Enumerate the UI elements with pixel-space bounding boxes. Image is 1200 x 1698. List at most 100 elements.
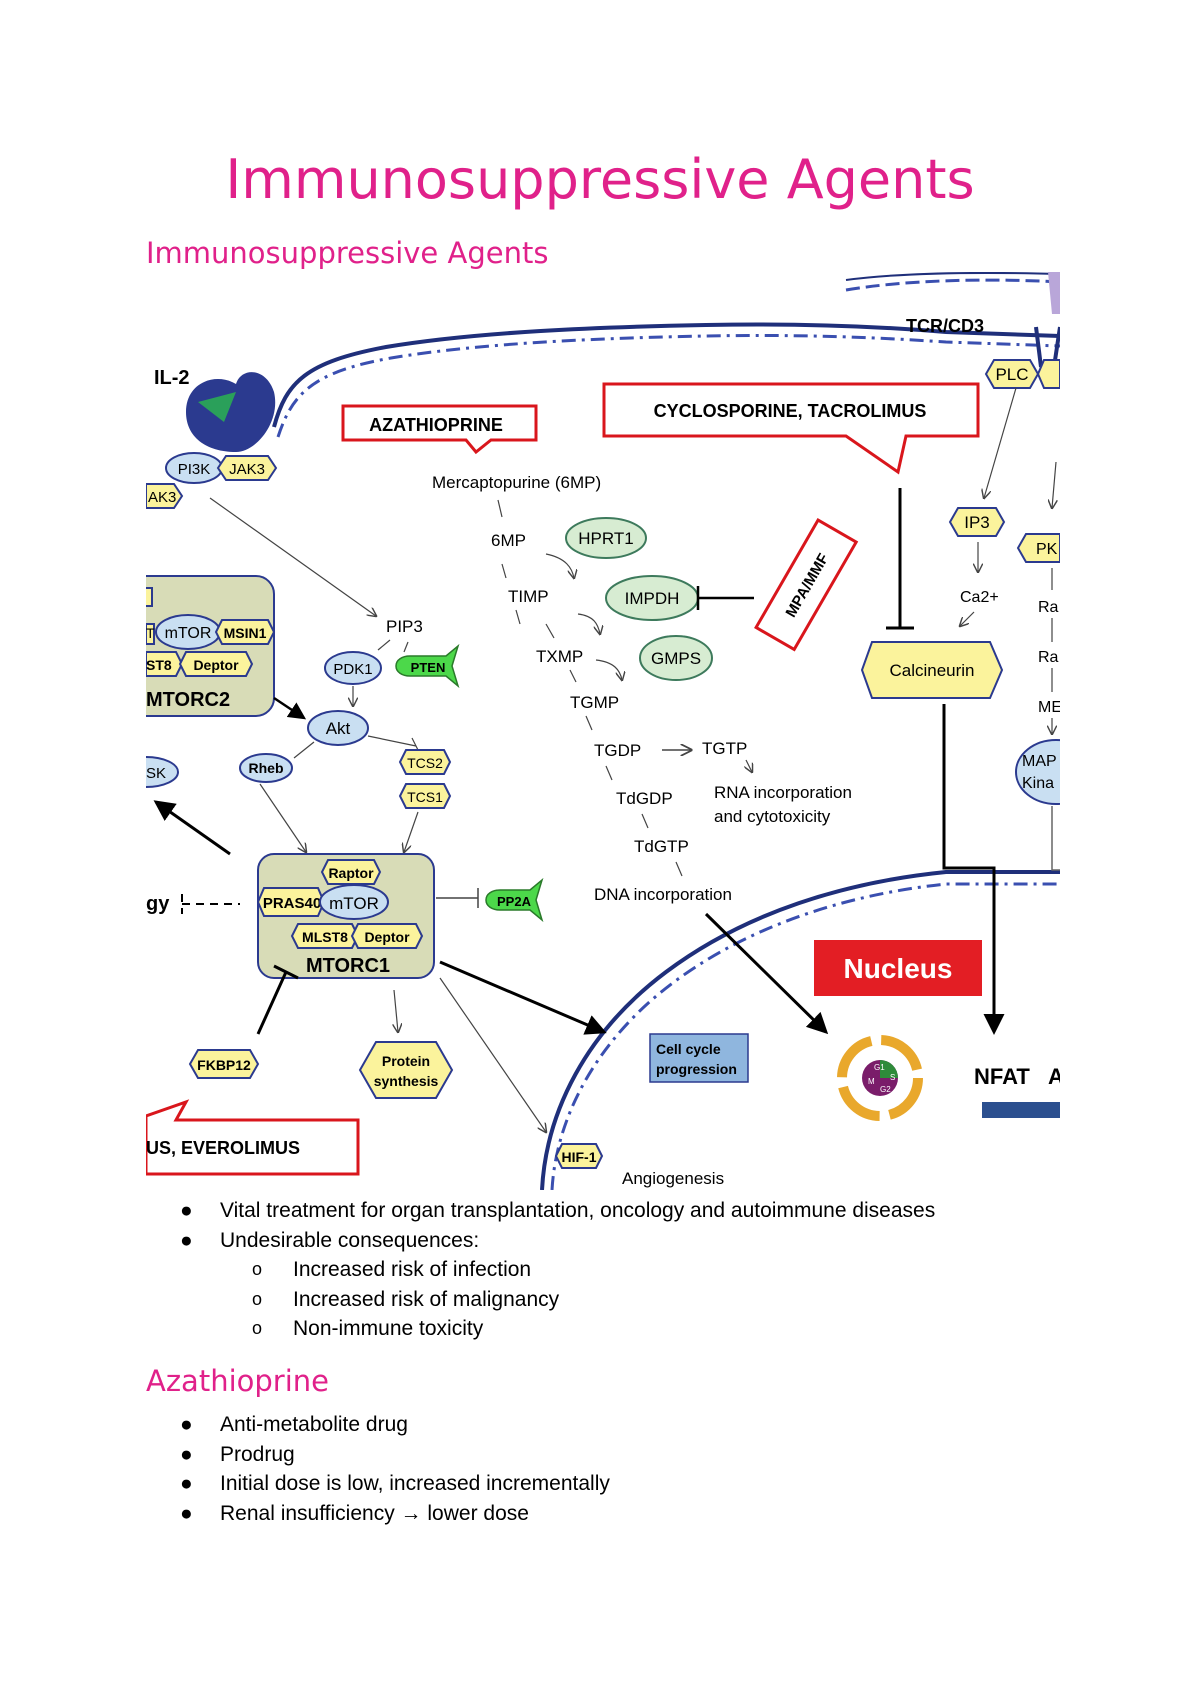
svg-text:NFAT: NFAT — [974, 1064, 1030, 1089]
svg-text:G2: G2 — [880, 1085, 891, 1094]
nucleus-region: Nucleus G1 S G2 M NFAT A — [814, 940, 1060, 1121]
svg-text:PI3K: PI3K — [178, 461, 211, 478]
svg-text:A: A — [1048, 1064, 1060, 1089]
azathioprine-list: ●Anti-metabolite drug ●Prodrug ●Initial … — [180, 1410, 610, 1528]
plc-node: PLC — [984, 359, 1060, 389]
il2-label: IL-2 — [154, 367, 190, 389]
svg-text:Calcineurin: Calcineurin — [889, 661, 974, 680]
svg-text:gy: gy — [146, 893, 170, 915]
list-item: ●Initial dose is low, increased incremen… — [180, 1472, 610, 1495]
svg-text:ST8: ST8 — [146, 657, 172, 673]
il2-receptor: IL-2 — [154, 367, 276, 452]
svg-text:TCR/CD3: TCR/CD3 — [906, 316, 984, 336]
svg-text:M: M — [868, 1077, 875, 1086]
list-item: ●Undesirable consequences: — [180, 1228, 480, 1252]
svg-text:TGDP: TGDP — [594, 741, 641, 760]
cell-membrane — [272, 272, 1060, 438]
cell-cycle-icon: G1 S G2 M — [837, 1035, 923, 1121]
svg-text:SK: SK — [146, 765, 166, 782]
svg-text:Ra: Ra — [1038, 599, 1059, 616]
svg-text:MSIN1: MSIN1 — [224, 625, 267, 641]
consequences-list: ●Vital treatment for organ transplantati… — [180, 1196, 935, 1344]
svg-text:DNA incorporation: DNA incorporation — [594, 885, 732, 904]
svg-text:T: T — [146, 625, 155, 641]
svg-text:IMPDH: IMPDH — [625, 589, 680, 608]
pi3k-node: PI3K — [165, 452, 223, 484]
svg-text:progression: progression — [656, 1061, 737, 1077]
svg-text:Kina: Kina — [1022, 775, 1054, 792]
svg-text:MTORC2: MTORC2 — [146, 689, 230, 711]
akt-signalling: PIP3 PDK1 PTEN Akt Rheb SK TCS2 TCS1 gy — [146, 497, 460, 915]
svg-text:synthesis: synthesis — [374, 1073, 439, 1089]
jak3-left-node: AK3 — [146, 483, 184, 509]
calcineurin-pathway: Calcineurin IP3 Ca2+ PK Ra Ra ME MAP Kin… — [860, 387, 1060, 1035]
svg-text:MTORC1: MTORC1 — [306, 955, 390, 977]
svg-text:TdGTP: TdGTP — [634, 837, 689, 856]
pathway-diagram: IL-2 PI3K JAK3 AK3 TCR/CD3 PLC AZATHIOPR… — [146, 272, 1060, 1190]
svg-text:AZATHIOPRINE: AZATHIOPRINE — [369, 415, 503, 435]
svg-text:TIMP: TIMP — [508, 587, 549, 606]
svg-text:Deptor: Deptor — [193, 657, 239, 673]
svg-text:TGMP: TGMP — [570, 693, 619, 712]
svg-text:GMPS: GMPS — [651, 649, 701, 668]
svg-text:Ra: Ra — [1038, 649, 1059, 666]
svg-text:Deptor: Deptor — [364, 929, 410, 945]
section-heading-azathioprine: Azathioprine — [146, 1364, 329, 1398]
svg-text:TCS1: TCS1 — [407, 789, 443, 805]
svg-text:PRAS40: PRAS40 — [263, 895, 321, 912]
us-everolimus-callout: US, EVEROLIMUS — [146, 1099, 360, 1176]
list-item: ●Anti-metabolite drug — [180, 1413, 408, 1436]
svg-text:6MP: 6MP — [491, 531, 526, 550]
mtorc2-complex: mTOR MSIN1 ST8 Deptor MTORC2 T — [146, 575, 276, 717]
svg-text:TCS2: TCS2 — [407, 755, 443, 771]
svg-text:Rheb: Rheb — [249, 760, 284, 776]
svg-text:PTEN: PTEN — [411, 660, 446, 675]
svg-text:S: S — [890, 1073, 895, 1082]
svg-text:TXMP: TXMP — [536, 647, 583, 666]
svg-text:PP2A: PP2A — [497, 894, 532, 909]
svg-text:Akt: Akt — [326, 719, 351, 738]
jak3-node: JAK3 — [216, 455, 278, 481]
mtorc1-complex: Raptor PRAS40 mTOR MLST8 Deptor MTORC1 P… — [256, 853, 544, 979]
mtorc1-downstream: FKBP12 Protein synthesis Cell cycle prog… — [188, 960, 749, 1188]
list-item: ●Prodrug — [180, 1442, 295, 1466]
svg-text:Angiogenesis: Angiogenesis — [622, 1169, 724, 1188]
svg-text:MLST8: MLST8 — [302, 929, 348, 945]
tcr-cd3: TCR/CD3 — [906, 272, 1060, 368]
document-title: Immunosuppressive Agents — [225, 148, 975, 211]
svg-text:G1: G1 — [874, 1063, 885, 1072]
svg-text:JAK3: JAK3 — [229, 461, 265, 478]
svg-text:ME: ME — [1038, 699, 1060, 716]
svg-text:PLC: PLC — [995, 365, 1028, 384]
svg-text:Raptor: Raptor — [328, 865, 374, 881]
svg-text:US, EVEROLIMUS: US, EVEROLIMUS — [146, 1138, 300, 1158]
svg-text:RNA incorporation: RNA incorporation — [714, 783, 852, 802]
list-item: ●Vital treatment for organ transplantati… — [180, 1199, 936, 1222]
azathioprine-callout: AZATHIOPRINE — [341, 404, 538, 455]
svg-text:IP3: IP3 — [964, 513, 990, 532]
svg-text:HPRT1: HPRT1 — [578, 529, 633, 548]
svg-text:mTOR: mTOR — [165, 625, 212, 642]
svg-text:TdGDP: TdGDP — [616, 789, 673, 808]
svg-text:HIF-1: HIF-1 — [562, 1149, 597, 1165]
list-item: ●Renal insufficiency → lower dose — [180, 1501, 529, 1525]
svg-text:Nucleus: Nucleus — [844, 953, 953, 984]
svg-text:FKBP12: FKBP12 — [197, 1057, 251, 1073]
svg-text:TGTP: TGTP — [702, 739, 747, 758]
section-heading-immunosuppressive: Immunosuppressive Agents — [146, 236, 549, 270]
svg-text:PDK1: PDK1 — [333, 661, 372, 678]
svg-text:Ca2+: Ca2+ — [960, 589, 999, 606]
purine-pathway: Mercaptopurine (6MP) 6MP HPRT1 TIMP IMPD… — [432, 473, 852, 1035]
cyclosporine-callout: CYCLOSPORINE, TACROLIMUS — [602, 382, 980, 475]
svg-text:PIP3: PIP3 — [386, 617, 423, 636]
svg-text:mTOR: mTOR — [329, 894, 379, 913]
svg-text:Mercaptopurine (6MP): Mercaptopurine (6MP) — [432, 473, 601, 492]
svg-text:MAP: MAP — [1022, 753, 1057, 770]
svg-text:PK: PK — [1036, 541, 1058, 558]
svg-text:AK3: AK3 — [148, 489, 176, 506]
svg-text:Protein: Protein — [382, 1053, 430, 1069]
svg-text:Cell cycle: Cell cycle — [656, 1041, 721, 1057]
